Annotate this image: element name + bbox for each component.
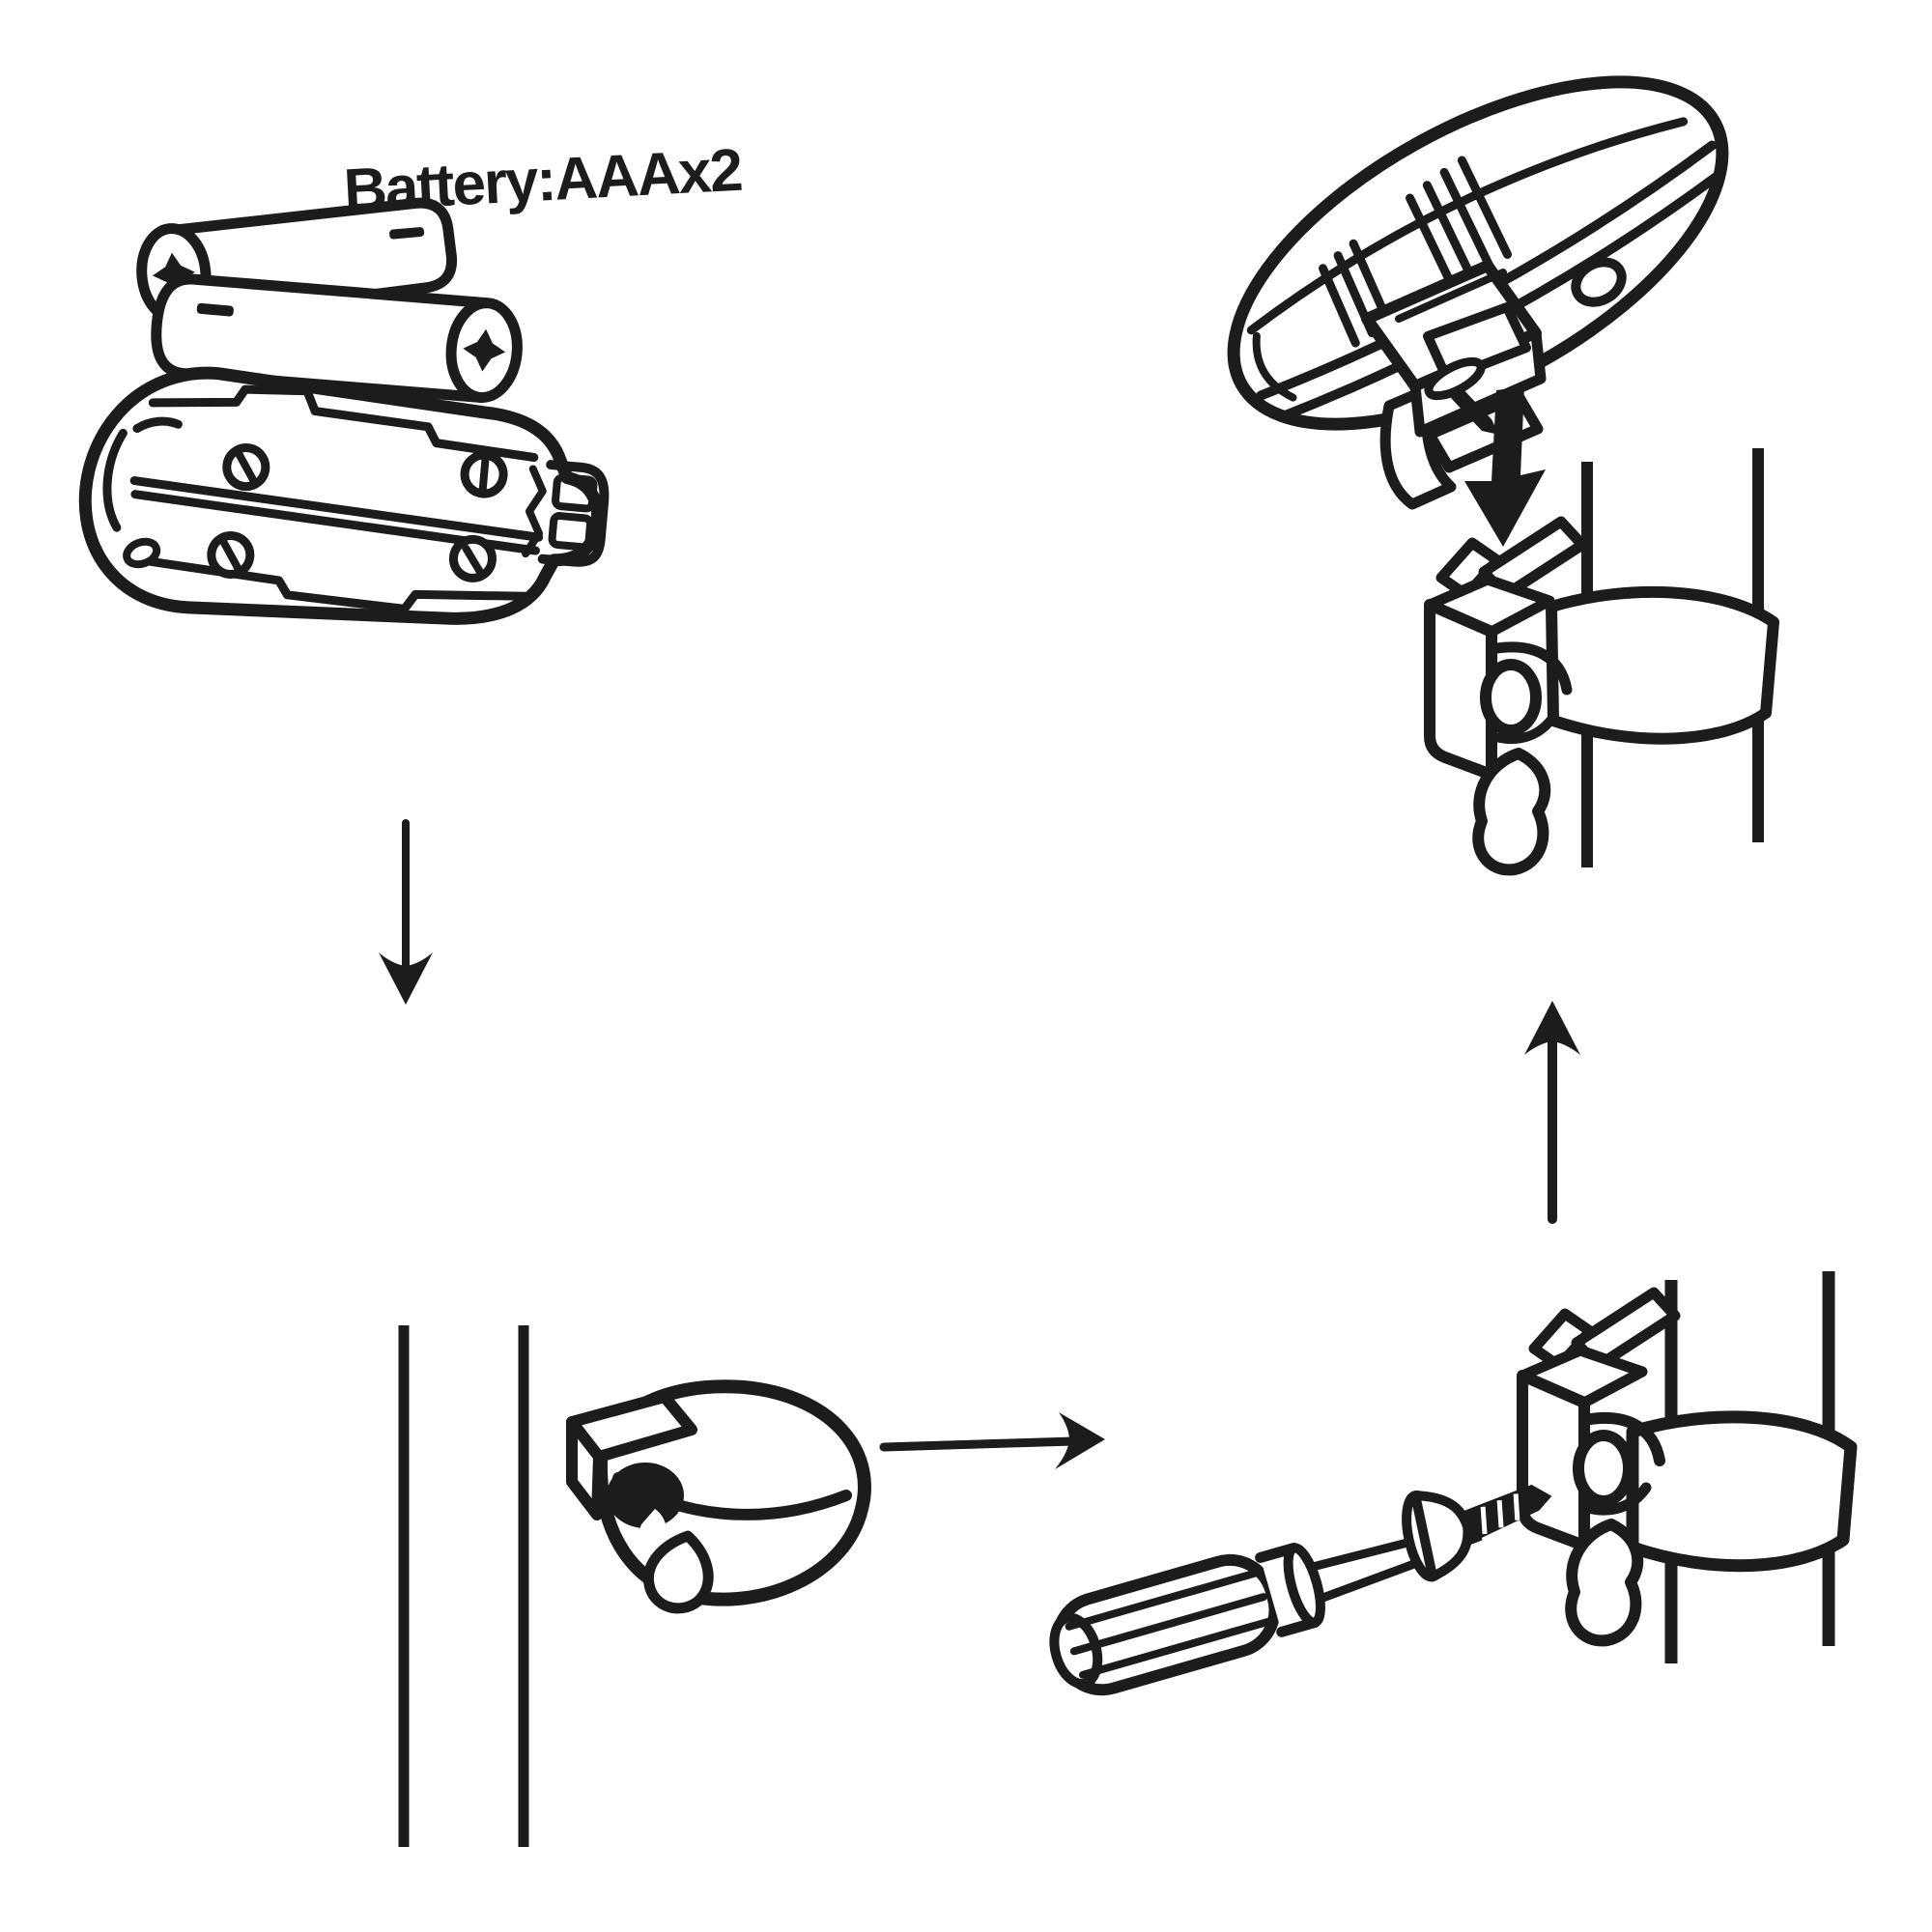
mounting-screw — [1402, 1484, 1552, 1582]
negative-terminal-icon — [196, 302, 234, 317]
arrow-down-icon — [379, 819, 433, 1005]
clamp-hole — [1573, 1430, 1634, 1507]
arrow-up-icon — [1524, 1001, 1580, 1224]
strap-tab — [642, 1530, 714, 1614]
positive-terminal-icon — [463, 328, 506, 372]
clamp-mount-top — [1424, 516, 1588, 876]
compartment-screw — [460, 450, 508, 498]
clamp-strap-band — [1546, 585, 1779, 745]
mount-strap-piece — [566, 1379, 871, 1614]
clamp-thumb-tab — [1565, 1519, 1644, 1647]
negative-terminal-icon — [389, 227, 425, 240]
compartment-screw — [207, 531, 255, 580]
seatpost-left — [398, 1325, 529, 1847]
bracket-screw — [1424, 356, 1499, 435]
clamp-thumb-tab — [1472, 748, 1551, 876]
clamp-hole — [1480, 659, 1542, 736]
compartment-screw — [448, 534, 497, 582]
battery-spring-contact — [102, 416, 183, 569]
thick-arrow-down-icon — [1464, 386, 1546, 547]
bracket-knob — [1571, 257, 1627, 307]
compartment-screw — [222, 443, 270, 492]
battery-contact-block — [522, 460, 610, 567]
battery-compartment — [78, 366, 610, 625]
light-bracket — [1361, 257, 1627, 510]
strap-hole — [607, 1463, 684, 1528]
arrow-right-icon — [879, 1412, 1105, 1469]
clamp-strap-band — [1626, 1410, 1858, 1573]
positive-terminal-icon — [152, 252, 195, 296]
